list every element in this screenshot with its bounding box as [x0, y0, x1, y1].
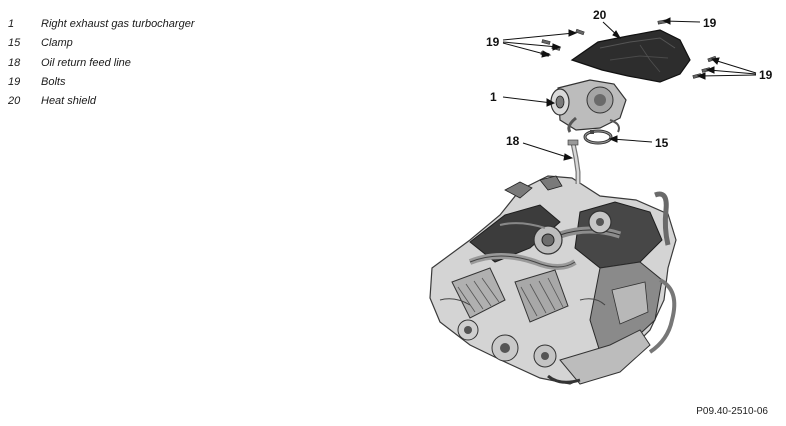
leader-line-1: [502, 96, 553, 104]
legend-label: Oil return feed line: [41, 56, 131, 69]
leader-line-19-left-a: [502, 32, 575, 41]
arrowhead-19-left-c: [541, 50, 552, 58]
arrowhead-19-left-b: [552, 43, 562, 51]
callout-20: 20: [593, 8, 607, 22]
legend-number: 19: [8, 75, 21, 88]
leader-line-15: [611, 138, 653, 143]
callout-18: 18: [506, 134, 520, 148]
legend-number: 15: [8, 37, 21, 50]
figure-reference-code: P09.40-2510-06: [696, 406, 768, 417]
legend-label: Heat shield: [41, 95, 97, 108]
arrowhead-15: [608, 135, 618, 143]
leader-line-19-right-c: [699, 74, 757, 77]
leader-line-19-right-b: [708, 69, 757, 75]
callout-1: 1: [490, 90, 497, 104]
clamp-illustration: [583, 129, 613, 145]
arrowhead-19-top: [662, 17, 671, 25]
arrowhead-20: [612, 30, 622, 40]
turbocharger-illustration: [550, 79, 627, 133]
legend-number: 18: [8, 56, 21, 69]
leader-line-19-right-a: [713, 59, 757, 74]
oil-return-line-illustration: [567, 139, 581, 184]
arrowhead-19-right-c: [696, 72, 706, 80]
arrowhead-19-left-a: [568, 29, 578, 37]
leader-line-19-left-c: [502, 42, 549, 56]
legend-label: Bolts: [41, 75, 66, 88]
arrowhead-1: [546, 98, 556, 107]
heat-shield-illustration: [570, 29, 691, 83]
legend-number: 1: [8, 18, 15, 30]
callout-15: 15: [655, 136, 669, 150]
callout-19-right: 19: [759, 68, 773, 82]
legend-label: Clamp: [41, 37, 73, 50]
engine-illustration: [429, 175, 677, 385]
arrowhead-19-right-a: [710, 57, 720, 65]
callout-19-top: 19: [703, 16, 717, 30]
leader-line-18: [522, 142, 571, 159]
legend-number: 20: [8, 95, 21, 108]
leader-lines: [502, 17, 757, 161]
arrowhead-18: [563, 153, 574, 161]
legend-label: Right exhaust gas turbocharger: [41, 18, 195, 30]
callout-19-left: 19: [486, 35, 500, 49]
leader-line-19-left-b: [502, 41, 559, 48]
arrowhead-19-right-b: [705, 66, 715, 74]
